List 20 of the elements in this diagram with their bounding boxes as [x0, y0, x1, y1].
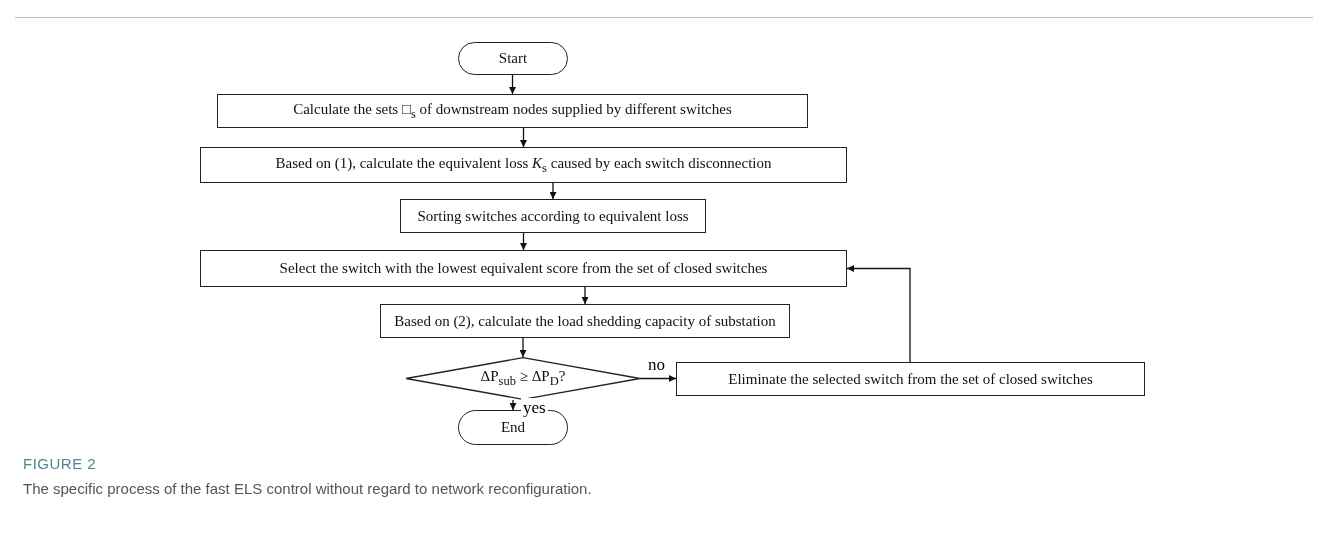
decision-diamond: ΔP$_{sub}$ ≥ ΔP$_{D}$?: [406, 357, 640, 400]
process-box: Calculate the sets □$_{s}$ of downstream nodes supplied by different switches: [217, 94, 808, 128]
arrow: [581, 286, 589, 305]
process-box: Select the switch with the lowest equivalent score from the set of closed switches: [200, 250, 847, 287]
arrow: [549, 182, 557, 200]
figure-label: FIGURE 2: [23, 455, 97, 472]
arrow: [509, 74, 516, 95]
process-box: Based on (2), calculate the load shedding capacity of substation: [380, 304, 790, 338]
process-box: Eliminate the selected switch from the set of closed switches: [676, 362, 1145, 396]
terminal-pill: Start: [458, 42, 568, 75]
caption: The specific process of the fast ELS control without regard to network reconfiguration.: [23, 480, 592, 497]
arrow: [846, 265, 911, 363]
arrow: [639, 375, 677, 382]
process-box: Sorting switches according to equivalent loss: [400, 199, 706, 233]
arrow: [519, 337, 527, 358]
arrow: [520, 232, 527, 251]
process-box: Based on (1), calculate the equivalent loss K$_{s}$ caused by each switch disconnection: [200, 147, 847, 183]
edge-label: yes: [521, 398, 548, 418]
arrow: [520, 127, 527, 148]
arrow: [509, 399, 517, 411]
